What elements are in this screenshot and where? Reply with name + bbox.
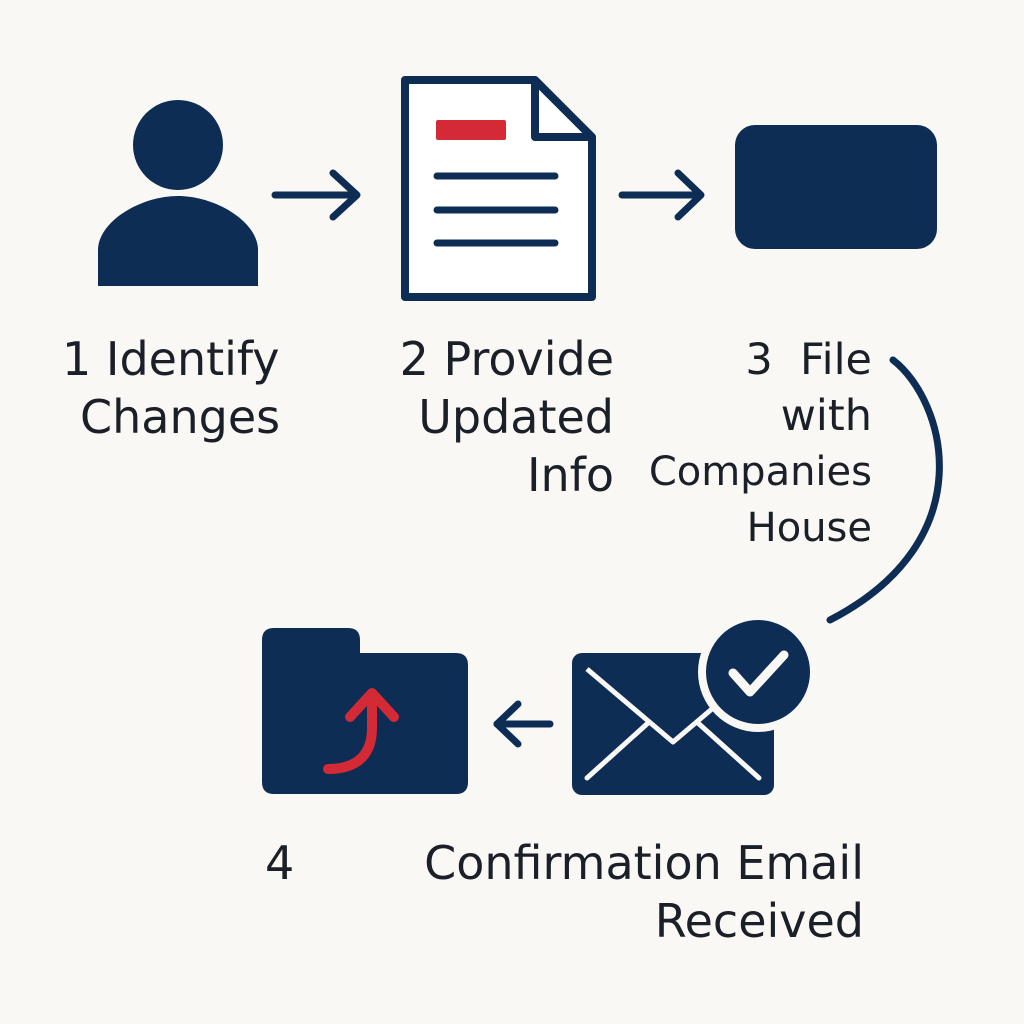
step-3-label-line: 3 File [745,335,872,385]
folder-upload-icon [262,628,468,794]
step-3-label-line: with [780,391,872,441]
document-highlight-bar [436,120,506,140]
arrow-left-icon [493,700,554,748]
upload-arrow-icon [323,692,377,774]
curved-connector-arrow [826,356,943,624]
step-2-label: 2 Provide Updated Info [400,330,614,504]
person-icon [98,100,258,286]
step-1-label-line: 1 Identify [62,332,280,386]
confirmation-label-line: Received [654,894,864,948]
step-4-number: 4 [265,834,294,892]
checkmark-icon [728,650,789,697]
email-check-icon [572,612,818,795]
step-1-label: 1 Identify Changes [62,330,280,446]
step-2-label-line: 2 Provide [399,332,614,386]
step-3-label-line: Companies [648,449,872,495]
step-1-label-line: Changes [80,390,281,444]
confirmation-label: Confirmation Email Received [424,834,864,950]
arrow-right-icon [618,169,705,221]
arrow-right-icon [271,169,361,221]
step-4-label-line: 4 [265,836,295,890]
document-icon [401,76,596,301]
step-2-label-line: Updated [418,390,614,444]
step-3-label-line: House [746,505,872,551]
step-2-label-line: Info [526,448,614,502]
card-icon [735,125,937,249]
step-3-label: 3 File with Companies House [649,332,872,556]
confirmation-label-line: Confirmation Email [424,836,864,890]
